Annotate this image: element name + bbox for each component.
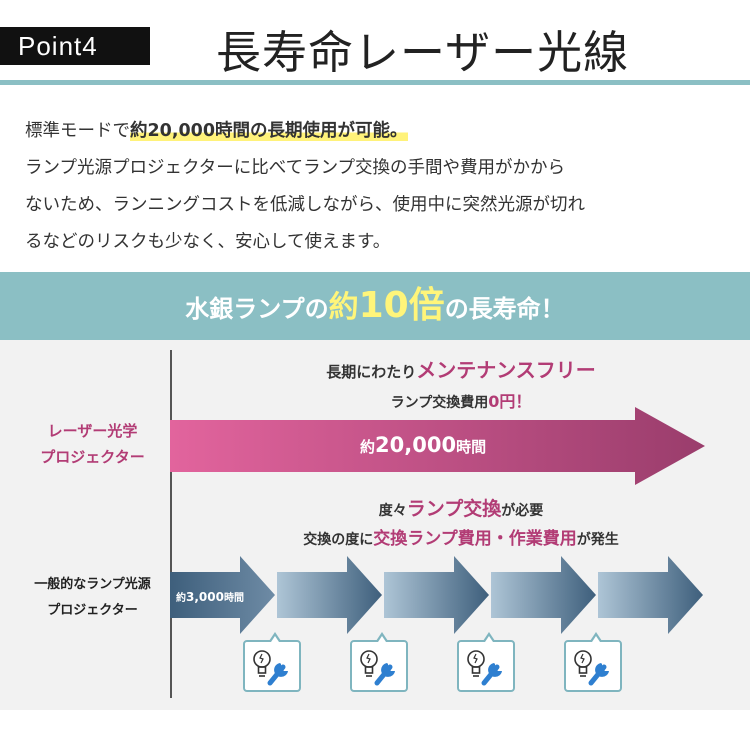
note-text: 交換の度に — [303, 532, 374, 548]
laser-label-line-1: レーザー光学 — [47, 422, 138, 440]
bulb-wrench-icon — [253, 650, 288, 686]
point-badge: Point4 — [0, 27, 150, 65]
header-rule — [0, 80, 750, 85]
lamp-label-line-1: 一般的なランプ光源 — [34, 577, 151, 592]
lamp-lifetime-label: 約3,000時間 — [176, 589, 244, 604]
arrow-prefix: 約 — [176, 593, 186, 604]
lifetime-banner: 水銀ランプの約10倍の長寿命！ — [0, 272, 750, 340]
laser-lifetime-label: 約20,000時間 — [360, 433, 510, 457]
laser-label-line-2: プロジェクター — [40, 448, 145, 466]
lamp-cycle-arrow — [598, 556, 703, 634]
note-accent: メンテナンスフリー — [416, 358, 596, 382]
note-text-end: が発生 — [576, 532, 619, 548]
note-text: 度々 — [378, 503, 407, 519]
note-text-end: が必要 — [501, 503, 544, 519]
replacement-cost-note: 交換の度に交換ランプ費用・作業費用が発生 — [172, 524, 750, 549]
laser-projector-label: レーザー光学 プロジェクター — [20, 418, 165, 470]
page-title: 長寿命レーザー光線 — [216, 26, 630, 79]
description-line-1: 標準モードで約20,000時間の長期使用が可能。 — [25, 113, 735, 150]
lamp-label-line-2: プロジェクター — [47, 603, 138, 618]
arrow-suffix: 時間 — [456, 438, 487, 456]
note-text: ランプ交換費用 — [390, 395, 489, 411]
banner-multiplier: 10倍 — [358, 285, 445, 326]
banner-text-end: の長寿命！ — [444, 295, 565, 323]
lamp-cycle-arrow — [277, 556, 382, 634]
laser-lifetime-arrow — [170, 407, 705, 485]
zero-cost-note: ランプ交換費用0円！ — [172, 388, 750, 412]
arrow-value: 20,000 — [375, 433, 457, 457]
maintenance-icon-box — [243, 632, 301, 692]
arrow-prefix: 約 — [360, 438, 376, 456]
bulb-wrench-icon — [360, 650, 395, 686]
banner-text: 水銀ランプの — [185, 295, 329, 323]
description-highlight: 約20,000時間の長期使用が可能。 — [130, 121, 408, 141]
bulb-wrench-icon — [574, 650, 609, 686]
description-text: 標準モードで — [25, 121, 130, 141]
description-line-4: るなどのリスクも少なく、安心して使えます。 — [25, 232, 391, 252]
maintenance-icon-box — [457, 632, 515, 692]
description: 標準モードで約20,000時間の長期使用が可能。 ランプ光源プロジェクターに比べ… — [25, 113, 735, 261]
maintenance-free-note: 長期にわたりメンテナンスフリー — [172, 354, 750, 383]
lamp-projector-label: 一般的なランプ光源 プロジェクター — [15, 572, 170, 624]
bulb-wrench-icon — [467, 650, 502, 686]
note-accent: ランプ交換 — [406, 498, 502, 520]
header: Point4 長寿命レーザー光線 — [0, 0, 750, 85]
lamp-cycle-arrow — [384, 556, 489, 634]
maintenance-icon-box — [350, 632, 408, 692]
lamp-cycle-arrow — [170, 556, 275, 634]
frequent-replacement-note: 度々ランプ交換が必要 — [172, 494, 750, 521]
lamp-cycle-arrow — [491, 556, 596, 634]
description-line-3: ないため、ランニングコストを低減しながら、使用中に突然光源が切れ — [25, 195, 585, 215]
note-accent: 0円！ — [488, 392, 532, 411]
maintenance-icon-box — [564, 632, 622, 692]
description-line-2: ランプ光源プロジェクターに比べてランプ交換の手間や費用がかから — [25, 158, 566, 178]
note-text: 長期にわたり — [326, 363, 417, 381]
note-accent: 交換ランプ費用・作業費用 — [373, 529, 577, 549]
banner-emphasis: 約 — [328, 290, 359, 325]
arrow-value: 3,000 — [186, 590, 224, 604]
timeline-axis — [170, 350, 172, 698]
arrow-suffix: 時間 — [223, 593, 244, 604]
